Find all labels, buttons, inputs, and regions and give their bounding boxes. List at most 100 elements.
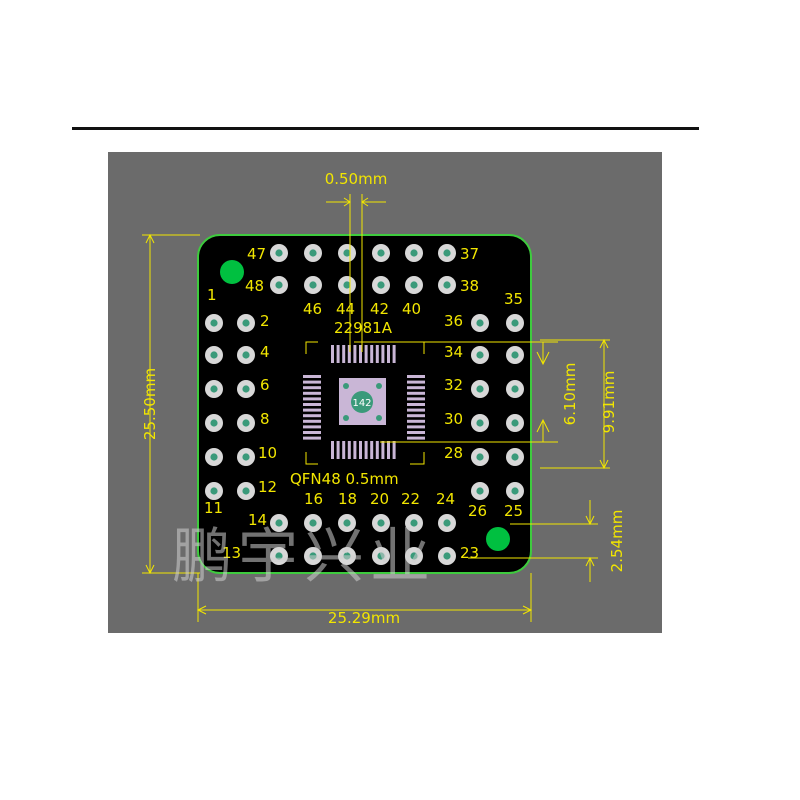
pin-label: 13 bbox=[222, 544, 241, 562]
through-hole-pad bbox=[405, 276, 423, 294]
pad-hole bbox=[210, 419, 218, 427]
pad-hole bbox=[210, 351, 218, 359]
through-hole-pad bbox=[304, 514, 322, 532]
qfn-pin bbox=[359, 345, 362, 363]
pad-hole bbox=[377, 552, 385, 560]
qfn-pin bbox=[407, 408, 425, 412]
through-hole-pad bbox=[338, 514, 356, 532]
pad-hole bbox=[410, 281, 418, 289]
qfn-pin bbox=[342, 345, 346, 363]
through-hole-pad bbox=[471, 380, 489, 398]
qfn-pin bbox=[381, 345, 385, 363]
qfn-pin bbox=[407, 425, 425, 429]
pin-label: 48 bbox=[245, 277, 264, 295]
pad-hole bbox=[343, 552, 351, 560]
pad-hole bbox=[443, 281, 451, 289]
pin-label: 4 bbox=[260, 343, 270, 361]
pad-hole bbox=[377, 249, 385, 257]
pad-hole bbox=[242, 419, 250, 427]
pin-label: 37 bbox=[460, 245, 479, 263]
width-dimension: 25.29mm bbox=[196, 573, 533, 627]
through-hole-pad bbox=[372, 276, 390, 294]
pin-label: 42 bbox=[370, 300, 389, 318]
qfn-pin bbox=[375, 441, 379, 459]
pin-label: 35 bbox=[504, 290, 523, 308]
qfn-pin bbox=[303, 391, 321, 395]
pin-pitch-label: 2.54mm bbox=[608, 510, 626, 573]
qfn-pin bbox=[407, 419, 425, 423]
through-hole-pad bbox=[506, 448, 524, 466]
through-hole-pad bbox=[205, 314, 223, 332]
inner-span-dimension: 6.10mm bbox=[354, 341, 579, 443]
through-hole-pad bbox=[438, 276, 456, 294]
qfn-pin bbox=[407, 391, 425, 395]
through-hole-pad bbox=[372, 244, 390, 262]
qfn-pin bbox=[375, 345, 379, 363]
qfn-pin bbox=[359, 441, 362, 459]
pcb-diagram: 142 22981A QFN48 0.5mm 1 2 4 6 8 10 11 1… bbox=[141, 170, 626, 627]
through-hole-pad bbox=[372, 547, 390, 565]
through-hole-pad bbox=[205, 346, 223, 364]
qfn-pin bbox=[347, 345, 351, 363]
pad-hole bbox=[210, 453, 218, 461]
through-hole-pad bbox=[438, 547, 456, 565]
qfn-pin bbox=[336, 441, 340, 459]
pad-hole bbox=[343, 249, 351, 257]
pin-label: 20 bbox=[370, 490, 389, 508]
pin-label: 11 bbox=[204, 499, 223, 517]
qfn-pin bbox=[331, 345, 334, 363]
qfn-pin bbox=[303, 408, 321, 412]
qfn-pin bbox=[347, 441, 351, 459]
pin-label: 12 bbox=[258, 478, 277, 496]
pin-label: 44 bbox=[336, 300, 355, 318]
through-hole-pad bbox=[506, 414, 524, 432]
corner-bracket bbox=[305, 341, 318, 354]
through-hole-pad bbox=[237, 448, 255, 466]
through-hole-pad bbox=[270, 514, 288, 532]
thermal-via bbox=[376, 383, 382, 389]
height-label: 25.50mm bbox=[141, 368, 159, 440]
inner-span-label: 6.10mm bbox=[561, 363, 579, 426]
pin-label: 38 bbox=[460, 277, 479, 295]
pad-hole bbox=[309, 281, 317, 289]
pin-label: 40 bbox=[402, 300, 421, 318]
pin-label: 26 bbox=[468, 502, 487, 520]
pin-label: 32 bbox=[444, 376, 463, 394]
qfn-pin bbox=[331, 441, 334, 459]
pad-hole bbox=[210, 385, 218, 393]
pad-hole bbox=[476, 385, 484, 393]
qfn-pin bbox=[407, 403, 425, 406]
outer-span-dimension: 9.91mm bbox=[540, 338, 618, 470]
pad-hole bbox=[309, 519, 317, 527]
qfn-pin bbox=[353, 441, 357, 459]
pitch-dimension: 0.50mm bbox=[325, 170, 387, 352]
qfn-pin bbox=[303, 419, 321, 423]
qfn-pin bbox=[392, 441, 396, 459]
qfn-pin bbox=[370, 345, 374, 363]
pin-label: 25 bbox=[504, 502, 523, 520]
pin-label: 23 bbox=[460, 544, 479, 562]
qfn-pin bbox=[364, 345, 368, 363]
through-hole-pad bbox=[304, 547, 322, 565]
qfn-pin bbox=[353, 345, 357, 363]
through-hole-pad bbox=[372, 514, 390, 532]
pin-label: 24 bbox=[436, 490, 455, 508]
through-hole-pad bbox=[338, 244, 356, 262]
through-hole-pad bbox=[205, 380, 223, 398]
through-hole-pad bbox=[338, 547, 356, 565]
through-hole-pad bbox=[471, 482, 489, 500]
qfn-pin bbox=[303, 431, 321, 434]
pad-hole bbox=[309, 552, 317, 560]
pad-hole bbox=[511, 453, 519, 461]
fiducial-mark bbox=[220, 260, 244, 284]
pin-label: 6 bbox=[260, 376, 270, 394]
qfn-pin bbox=[303, 414, 321, 418]
qfn-pins bbox=[303, 345, 425, 459]
through-hole-pad bbox=[506, 482, 524, 500]
pin-label: 34 bbox=[444, 343, 463, 361]
pad-hole bbox=[476, 351, 484, 359]
through-hole-pad bbox=[471, 346, 489, 364]
pad-hole bbox=[242, 453, 250, 461]
pin-label: 1 bbox=[207, 286, 217, 304]
pin-label: 18 bbox=[338, 490, 357, 508]
